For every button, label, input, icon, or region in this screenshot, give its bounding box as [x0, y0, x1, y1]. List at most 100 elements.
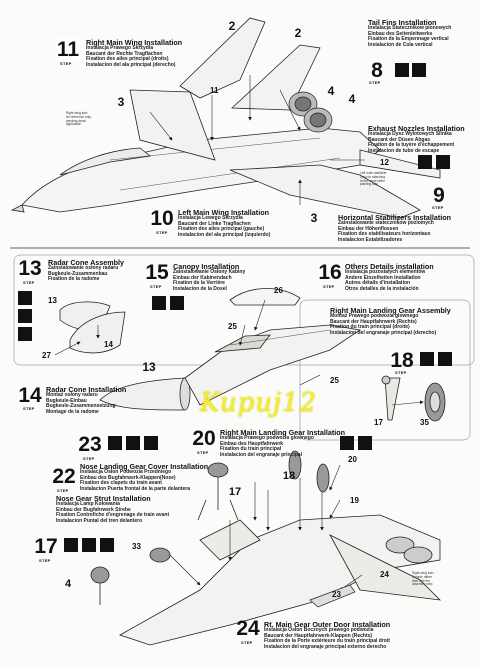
paint-icon	[18, 309, 32, 323]
glue-icon	[340, 436, 354, 450]
watermark: Kupuj12	[200, 388, 318, 418]
step-13-number: 13	[18, 257, 42, 280]
step-16-number: 16	[318, 261, 342, 284]
canopy-drawing	[229, 288, 301, 306]
paint-icon	[438, 352, 452, 366]
glue-icon	[18, 291, 32, 305]
sand-icon	[18, 327, 32, 341]
paint-icon	[412, 63, 426, 77]
step-24-label: STEP	[241, 640, 253, 645]
radar-cone-drawing	[59, 301, 191, 411]
small-step-4a: 4	[327, 84, 335, 98]
glue-icon	[395, 63, 409, 77]
step-17-label: STEP	[39, 558, 51, 563]
main-gear-drawing	[381, 375, 446, 422]
step-10-label: STEP	[156, 230, 168, 235]
step-9-number: 9	[433, 184, 445, 207]
small-step-13: 13	[142, 360, 156, 374]
step-15-label: STEP	[150, 284, 162, 289]
exhaust-nozzles-drawing	[288, 91, 333, 133]
step-14-title: Radar Cone Installation	[46, 385, 127, 394]
glue-icon	[420, 352, 434, 366]
part-27-label: 27	[42, 351, 51, 360]
small-step-4c: 4	[64, 578, 72, 590]
step-18-title: Right Main Landing Gear Assembly	[330, 306, 451, 315]
paint-icon	[126, 436, 140, 450]
part-11-label: 11	[210, 86, 219, 95]
step-22-label: STEP	[57, 488, 69, 493]
small-step-17: 17	[228, 486, 242, 498]
step-9-title: Exhaust Nozzles Installation	[368, 124, 465, 133]
part-26-label: 26	[274, 286, 283, 295]
step-9-label: STEP	[432, 205, 444, 210]
tail-fin-drawing	[179, 17, 321, 111]
part-14-label: 14	[104, 340, 113, 349]
small-step-2a: 2	[228, 19, 236, 33]
landing-gear-bottom-drawing	[90, 450, 330, 605]
step-11-label: STEP	[60, 61, 72, 66]
step-8-title: Tail Fins Installation	[368, 18, 437, 27]
part-23-label: 23	[332, 590, 341, 599]
step-11-number: 11	[56, 38, 80, 61]
glue-icon	[108, 436, 122, 450]
sand-icon	[144, 436, 158, 450]
small-step-18: 18	[282, 470, 296, 482]
step-18-label: STEP	[395, 370, 407, 375]
step-11-title: Right Main Wing Installation	[86, 38, 183, 47]
paint-icon	[170, 296, 184, 310]
nose-gear-strut-title: Nose Gear Strut Installation	[56, 494, 151, 503]
glue-icon	[64, 538, 78, 552]
part-25-label-2: 25	[330, 376, 339, 385]
step-11-badge	[56, 38, 80, 62]
small-step-3b: 3	[310, 211, 318, 225]
step-20-label: STEP	[197, 450, 209, 455]
step-13-title: Radar Cone Assembly	[48, 258, 125, 267]
part-24-label: 24	[380, 570, 389, 579]
step-23-label: STEP	[83, 456, 95, 461]
part-25-label: 25	[228, 322, 237, 331]
part-33-label: 33	[132, 542, 141, 551]
glue-icon	[152, 296, 166, 310]
small-step-4b: 4	[348, 92, 356, 106]
gear-door-drawing	[309, 584, 356, 608]
paint-icon	[418, 155, 432, 169]
paint-icon	[358, 436, 372, 450]
step-18-number: 18	[390, 349, 414, 372]
step-10-number: 10	[150, 207, 174, 230]
step-22-title: Nose Landing Gear Cover Installation	[80, 462, 209, 471]
step-15-number: 15	[145, 261, 169, 284]
small-step-2b: 2	[294, 26, 302, 40]
wing-drawing	[129, 89, 441, 219]
part-13-label: 13	[48, 296, 57, 305]
step-10-title: Left Main Wing Installation	[178, 208, 269, 217]
step-15-title: Canopy Installation	[173, 262, 240, 271]
step-16-label: STEP	[323, 284, 335, 289]
step-22-number: 22	[52, 465, 76, 488]
hstab-title: Horizontal Stabilizers Installation	[338, 213, 452, 222]
small-step-3a: 3	[117, 95, 125, 109]
step-14-number: 14	[18, 384, 42, 407]
step-8-number: 8	[371, 59, 383, 82]
part-12-label: 12	[380, 158, 389, 167]
gear-panel-border	[299, 299, 471, 441]
step-17-number: 17	[34, 535, 58, 558]
step-24-subtitles: Instalacja Osłon Bocznych prawego podwoz…	[264, 627, 390, 651]
part-17-label: 17	[374, 418, 383, 427]
mid-fuselage-drawing	[184, 324, 362, 406]
bottom-fuselage-drawing	[119, 514, 442, 646]
step-16-title: Others Details installation	[345, 262, 434, 271]
